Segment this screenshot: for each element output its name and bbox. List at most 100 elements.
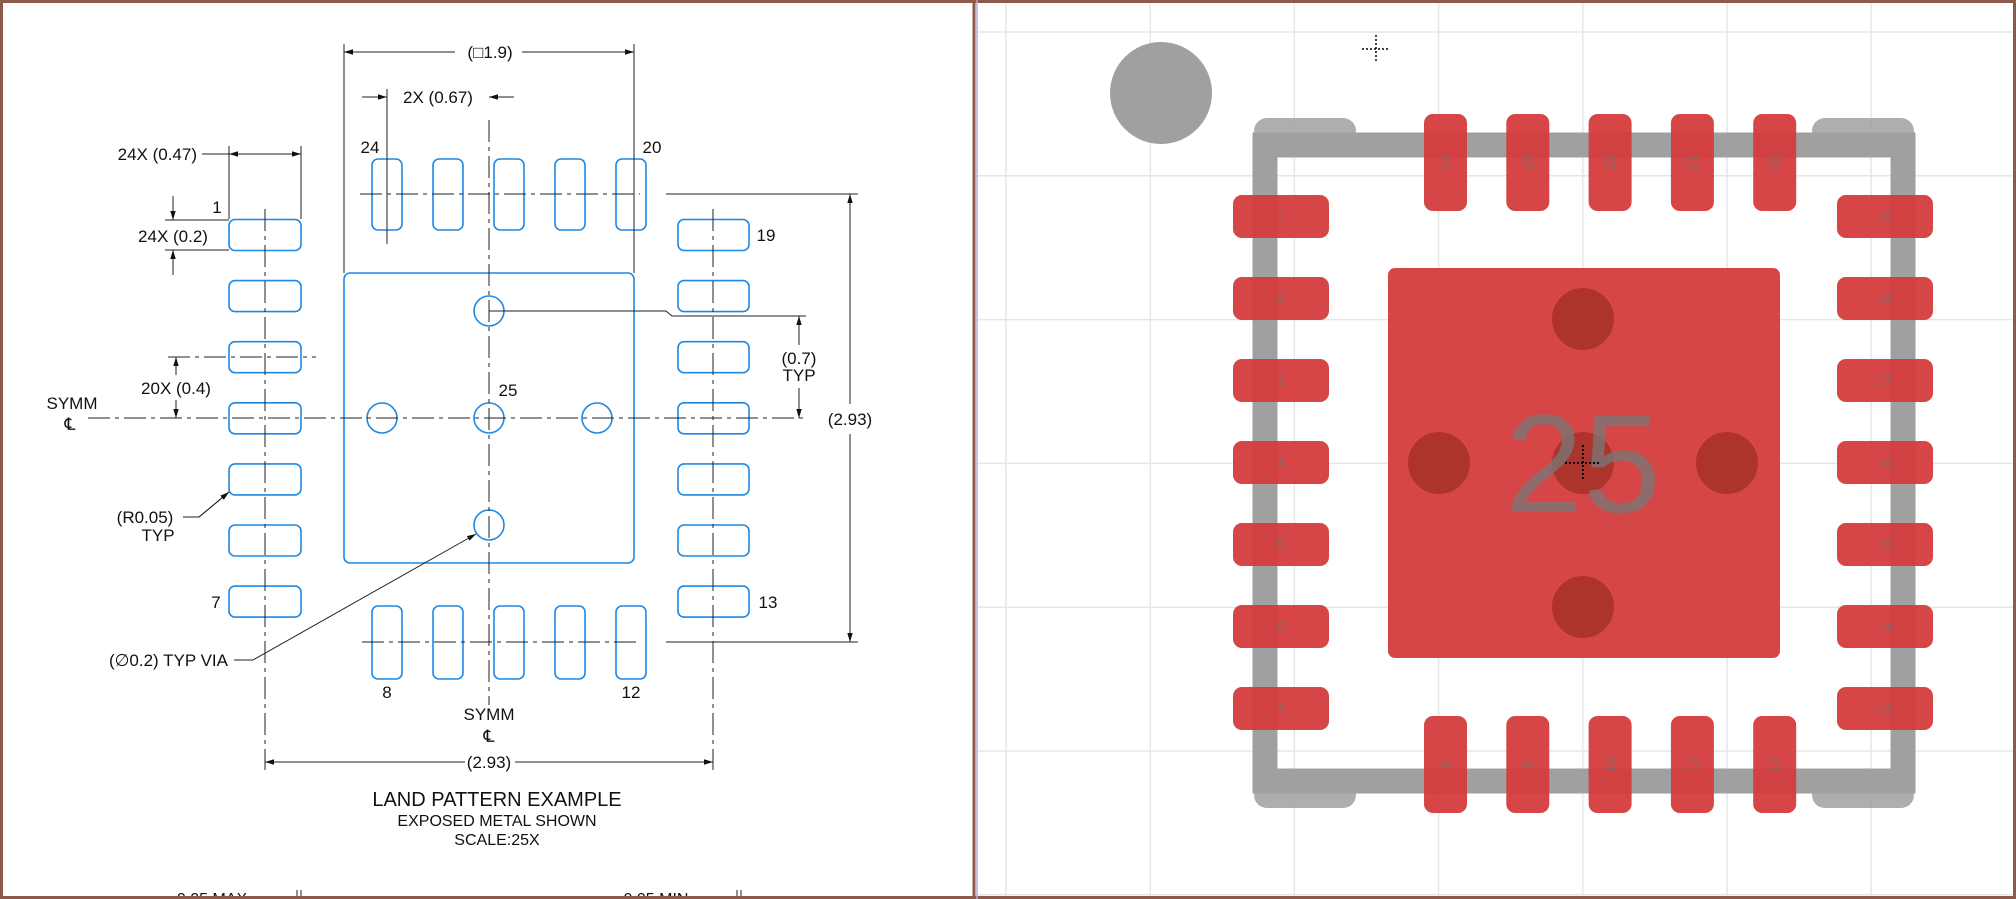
pin-label-25: 25 [499,381,518,400]
drawing-title: LAND PATTERN EXAMPLE [372,789,621,811]
dim-pitch: 20X (0.4) [141,379,211,398]
pad-shape[interactable] [1506,114,1550,211]
pad-7[interactable]: 7 [1233,687,1329,730]
pad-11[interactable]: 11 [1670,716,1714,813]
pad-label: 7 [1277,701,1285,717]
pad-5[interactable]: 5 [1233,523,1329,566]
pad-shape[interactable] [1233,277,1329,320]
pin-label-20: 20 [643,138,662,157]
pad-6[interactable]: 6 [1233,605,1329,648]
pad-9[interactable]: 9 [1506,716,1550,813]
dim-pad-square: (□1.9) [467,43,512,62]
pin-label-13: 13 [759,593,778,612]
pad-label: 14 [1877,619,1893,635]
pad-15[interactable]: 15 [1837,523,1933,566]
pad-shape[interactable] [1837,687,1933,730]
pad-shape[interactable] [1753,114,1797,211]
pad-shape[interactable] [1753,716,1797,813]
pin-label-19: 19 [757,226,776,245]
pad-shape[interactable] [1233,195,1329,238]
pad-shape[interactable] [1233,605,1329,648]
pad-shape[interactable] [1837,195,1933,238]
dim-outer-width: (2.93) [467,753,511,772]
pad-23[interactable]: 23 [1506,114,1550,211]
pad-12[interactable]: 12 [1753,716,1797,813]
pin-label-12: 12 [622,683,641,702]
crosshair-icon [1362,35,1390,63]
pad-21[interactable]: 21 [1670,114,1714,211]
pad-shape[interactable] [1233,441,1329,484]
pad-shape[interactable] [1424,114,1467,211]
thermal-via [1552,576,1614,638]
pad-label: 10 [1602,757,1618,773]
centerline-icon: ℄ [64,415,76,434]
pin-label-7: 7 [211,593,220,612]
pad-shape[interactable] [1588,114,1632,211]
symm-label-bottom: SYMM [464,705,515,724]
pad-label: 3 [1277,373,1285,389]
pad-shape[interactable] [1506,716,1550,813]
pad-label: 24 [1438,155,1454,171]
dim-pad-height: 24X (0.2) [138,227,208,246]
pad-8[interactable]: 8 [1424,716,1467,813]
pad-label: 12 [1767,757,1783,773]
pad-label: 19 [1877,209,1893,225]
dim-via-diameter: (∅0.2) TYP VIA [109,651,229,670]
pin-label-24: 24 [361,138,380,157]
pad-shape[interactable] [1233,687,1329,730]
pad-18[interactable]: 18 [1837,277,1933,320]
pad-1[interactable]: 1 [1233,195,1329,238]
thermal-via [1552,288,1614,350]
pad-label: 2 [1277,291,1285,307]
drawing-subtitle: EXPOSED METAL SHOWN [397,813,596,830]
pad-label: 1 [1277,209,1285,225]
pad-4[interactable]: 4 [1233,441,1329,484]
dim-corner-radius-typ: TYP [141,526,174,545]
pad-10[interactable]: 10 [1588,716,1632,813]
pad-24[interactable]: 24 [1424,114,1467,211]
pad-shape[interactable] [1837,523,1933,566]
pad-19[interactable]: 19 [1837,195,1933,238]
pad-shape[interactable] [1424,716,1467,813]
pad-label: 13 [1877,701,1893,717]
pad-16[interactable]: 16 [1837,441,1933,484]
pad-shape[interactable] [1837,605,1933,648]
thermal-via [1696,432,1758,494]
pad-label: 11 [1684,757,1700,772]
pad-label: 6 [1277,619,1285,635]
pad-shape[interactable] [1670,716,1714,813]
pad-2[interactable]: 2 [1233,277,1329,320]
pad-17[interactable]: 17 [1837,359,1933,402]
pad-label: 16 [1877,455,1893,471]
dim-corner-radius: (R0.05) [117,508,174,527]
pad-20[interactable]: 20 [1753,114,1797,211]
pin-label-8: 8 [382,683,391,702]
pad-shape[interactable] [1837,277,1933,320]
pad-label: 4 [1277,455,1285,471]
dim-via-pitch-typ: TYP [782,366,815,385]
pad-shape[interactable] [1837,359,1933,402]
pad-label: 5 [1277,537,1285,553]
pad-label: 20 [1767,155,1783,171]
dimension-labels: (□1.9) 2X (0.67) 24X (0.47) 24X (0.2) 20… [47,43,873,899]
pin1-marker-dot [1110,42,1212,144]
pad-shape[interactable] [1233,359,1329,402]
pad-22[interactable]: 22 [1588,114,1632,211]
pad-shape[interactable] [1233,523,1329,566]
drawing-scale: SCALE:25X [454,832,540,849]
dim-pad-width: 24X (0.47) [118,145,197,164]
pad-shape[interactable] [1588,716,1632,813]
cut-text-left: 0.05 MAX [177,891,248,899]
pad-3[interactable]: 3 [1233,359,1329,402]
pad-shape[interactable] [1670,114,1714,211]
pad-13[interactable]: 13 [1837,687,1933,730]
pad-14[interactable]: 14 [1837,605,1933,648]
dim-pitch-pair: 2X (0.67) [403,88,473,107]
pad-label: 9 [1520,760,1536,768]
pad-label: 15 [1877,537,1893,553]
pad-shape[interactable] [1837,441,1933,484]
